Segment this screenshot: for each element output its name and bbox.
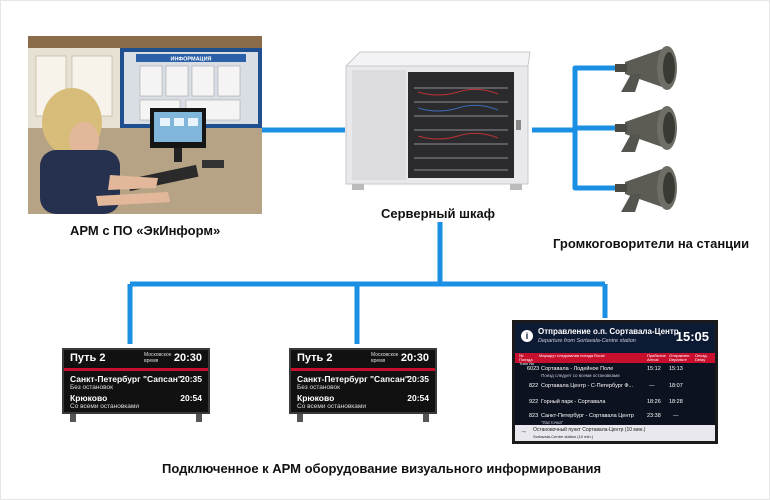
row-destination: Санкт-Петербург "Сапсан" bbox=[297, 374, 409, 384]
row-train-no: 823 bbox=[529, 413, 539, 419]
row-note: Поезд следует со всеми остановками bbox=[541, 373, 620, 378]
col-departure: Отправлен. Departure bbox=[669, 353, 691, 362]
departure-row: 823 Санкт-Петербург - Сортавала Центр 23… bbox=[515, 412, 715, 428]
poster-title: ИНФОРМАЦИЯ bbox=[171, 57, 212, 63]
row-destination: Санкт-Петербург "Сапсан" bbox=[70, 374, 182, 384]
row-arrival: 23:38 bbox=[647, 413, 661, 419]
board-row: Санкт-Петербург "Сапсан" 20:35 Без остан… bbox=[297, 374, 429, 391]
loudspeaker-icon bbox=[615, 166, 677, 212]
row-departure: — bbox=[673, 413, 679, 419]
line-speaker-bottom bbox=[572, 128, 625, 191]
display-subtitle: Departure from Sortavala-Centre station bbox=[538, 338, 636, 344]
board-row: Крюково 20:54 Со всеми остановками bbox=[297, 393, 429, 410]
display-header: i Отправление о.п. Сортавала-Центр Depar… bbox=[515, 323, 715, 353]
line-server-speakers bbox=[532, 65, 625, 133]
server-cabinet bbox=[344, 51, 531, 190]
board-red-bar bbox=[64, 368, 208, 371]
row-route: Сортавала - Лодейное Поле bbox=[541, 366, 614, 372]
row-route: Санкт-Петербург - Сортавала Центр bbox=[541, 413, 634, 419]
loudspeaker-icon bbox=[615, 46, 677, 92]
row-arrival: 15:12 bbox=[647, 366, 661, 372]
equipment-label: Подключенное к АРМ оборудование визуальн… bbox=[162, 461, 602, 476]
row-note: Без остановок bbox=[70, 384, 113, 391]
row-arrival: — bbox=[649, 383, 655, 389]
row-time: 20:35 bbox=[407, 374, 429, 384]
column-header: № Поезда Train No Маршрут следования пое… bbox=[515, 353, 715, 366]
track-label: Путь 2 bbox=[70, 352, 106, 364]
display-footer: → Остановочный пункт Сортавала-Центр (10… bbox=[515, 425, 715, 441]
col-arrival: Прибытие Arrival bbox=[647, 353, 666, 362]
row-note: Со всеми остановками bbox=[297, 403, 367, 410]
connector-lines bbox=[127, 65, 625, 344]
board-stand bbox=[423, 414, 429, 422]
departure-row: 922 Горный парк - Сортавала 18:26 18:28 bbox=[515, 397, 715, 413]
row-time: 20:54 bbox=[407, 393, 429, 403]
row-route: Сортавала Центр - С-Петербург Ф... bbox=[541, 383, 634, 389]
board-clock: 20:30 bbox=[400, 352, 429, 364]
row-train-no: 922 bbox=[529, 399, 539, 405]
row-time: 20:35 bbox=[180, 374, 202, 384]
row-departure: 18:28 bbox=[669, 399, 683, 405]
board-red-bar bbox=[291, 368, 435, 371]
row-note: Со всеми остановками bbox=[70, 403, 140, 410]
row-time: 20:54 bbox=[180, 393, 202, 403]
platform-board-2: Путь 2 Московское время 20:30 Санкт-Пете… bbox=[289, 348, 437, 414]
speakers-label: Громкоговорители на станции bbox=[553, 236, 750, 251]
platform-board-1: Путь 2 Московское время 20:30 Санкт-Пете… bbox=[62, 348, 210, 414]
departure-row: 822 Сортавала Центр - С-Петербург Ф... —… bbox=[515, 381, 715, 397]
arrow-right-icon: → bbox=[520, 428, 527, 435]
row-train-no: 822 bbox=[529, 383, 539, 389]
departure-row: 6023 Сортавала - Лодейное Поле 15:12 15:… bbox=[515, 365, 715, 381]
footer-text: Остановочный пункт Сортавала-Центр (10 м… bbox=[533, 427, 646, 433]
row-train-no: 6023 bbox=[527, 366, 540, 372]
col-delay: Опозд. Delay bbox=[695, 353, 708, 362]
row-note: "Ласточка" bbox=[541, 420, 564, 425]
footer-subtext: Sortavala-Centre station (10 min.) bbox=[533, 434, 594, 439]
workstation-label: АРМ с ПО «ЭкИнформ» bbox=[70, 223, 221, 238]
col-route: Маршрут следования поезда Route bbox=[539, 353, 605, 358]
board-row: Санкт-Петербург "Сапсан" 20:35 Без остан… bbox=[70, 374, 202, 391]
display-clock: 15:05 bbox=[675, 329, 709, 344]
board-stand bbox=[297, 414, 303, 422]
row-departure: 15:13 bbox=[669, 366, 683, 372]
moscow-time-label: Московское время bbox=[144, 352, 172, 364]
workstation-photo: ИНФОРМАЦИЯ bbox=[28, 36, 262, 214]
server-label: Серверный шкаф bbox=[381, 206, 496, 221]
board-stand bbox=[70, 414, 76, 422]
row-note: Без остановок bbox=[297, 384, 340, 391]
moscow-time-label: Московское время bbox=[371, 352, 399, 364]
board-row: Крюково 20:54 Со всеми остановками bbox=[70, 393, 202, 410]
departure-display: i Отправление о.п. Сортавала-Центр Depar… bbox=[512, 320, 718, 444]
row-destination: Крюково bbox=[297, 393, 335, 403]
board-clock: 20:30 bbox=[173, 352, 202, 364]
row-destination: Крюково bbox=[70, 393, 108, 403]
col-train-no: № Поезда Train No bbox=[519, 353, 535, 366]
track-label: Путь 2 bbox=[297, 352, 333, 364]
board-stand bbox=[196, 414, 202, 422]
info-icon: i bbox=[521, 330, 533, 342]
loudspeaker-icon bbox=[615, 106, 677, 152]
display-title: Отправление о.п. Сортавала-Центр bbox=[538, 327, 679, 336]
row-departure: 18:07 bbox=[669, 383, 683, 389]
row-arrival: 18:26 bbox=[647, 399, 661, 405]
row-route: Горный парк - Сортавала bbox=[541, 399, 606, 405]
